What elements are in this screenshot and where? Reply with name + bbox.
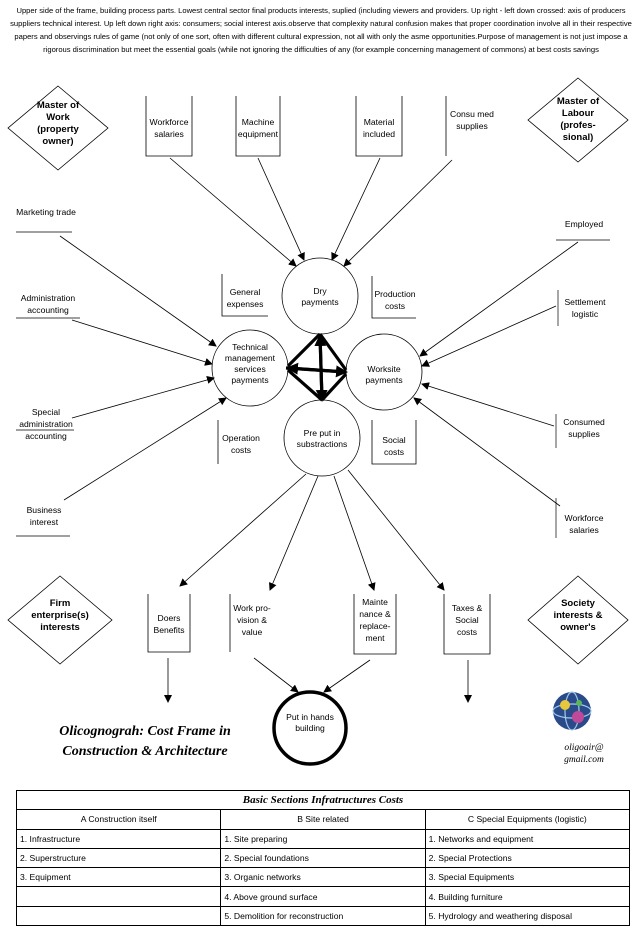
material-label: Material included (362, 117, 395, 139)
firm-label: Firm enterprise(s) interests (31, 598, 89, 633)
table-cell: 1. Networks and equipment (424, 828, 631, 849)
inner-box-production (371, 276, 416, 319)
table-cell: 5. Hydrology and weathering disposal (424, 905, 631, 927)
table-cell: 4. Building furniture (424, 886, 631, 907)
table-header-c: C Special Equipments (logistic) (424, 809, 631, 830)
table-header-b: B Site related (220, 809, 426, 830)
top-box-workforce (145, 96, 193, 157)
diamond-society (527, 575, 629, 665)
society-label: Society interests & owner's (553, 598, 603, 633)
table-cell: 4. Above ground surface (220, 886, 426, 907)
cost-sections-table: Basic Sections Infratructures Costs A Co… (15, 789, 631, 927)
general-expenses-label: General expenses (226, 287, 264, 309)
table-row: 2. Superstructure 2. Special foundations… (15, 847, 631, 869)
central-bold-cross (285, 332, 348, 402)
administration-label: Administration accounting (20, 293, 76, 315)
table-cell: 5. Demolition for reconstruction (220, 905, 426, 927)
bottom-box-doers (147, 594, 191, 653)
maintenance-label: Mainte nance & replace- ment (359, 597, 391, 643)
employed-label: Employed (564, 219, 604, 229)
diamond-master-labour (527, 77, 629, 163)
special-admin-label: Special administration accounting (19, 407, 73, 441)
table-cell: 1. Infrastructure (15, 828, 222, 849)
table-title: Basic Sections Infratructures Costs (16, 789, 630, 811)
circle-final (272, 690, 348, 766)
operation-costs-label: Operation costs (222, 433, 260, 455)
intro-paragraph: Upper side of the frame, building proces… (10, 6, 632, 54)
production-costs-label: Production costs (374, 289, 416, 311)
preput-label: Pre put in substractions (296, 428, 348, 449)
table-row: 5. Demolition for reconstruction 5. Hydr… (15, 905, 631, 927)
workforce-label: Workforce salaries (149, 117, 189, 139)
worksite-payments-label: Worksite payments (365, 364, 403, 385)
top-box-machine (235, 96, 281, 157)
top-box-material (355, 96, 403, 157)
input-arrows (59, 157, 579, 703)
table-cell (15, 886, 222, 907)
dry-payments-label: Dry payments (301, 286, 339, 307)
consumed-label: Consu med supplies (450, 109, 494, 131)
globe-logo-icon (552, 691, 592, 731)
diamond-firm (7, 575, 113, 665)
machine-label: Machine equipment (237, 117, 279, 139)
bottom-box-taxes (443, 594, 491, 655)
taxes-label: Taxes & Social costs (451, 603, 483, 637)
technical-payments-label: Technical management services payments (224, 342, 276, 385)
table-row: 4. Above ground surface 4. Building furn… (15, 886, 631, 907)
table-cell: 1. Site preparing (220, 828, 426, 849)
inner-box-social (371, 420, 417, 465)
master-labour-label: Master of Labour (profes- sional) (556, 96, 600, 143)
bottom-box-maintenance (353, 594, 397, 655)
table-cell: 3. Special Equipments (424, 867, 631, 888)
marketing-label: Marketing trade (16, 207, 76, 217)
diagram-title: Olicognograh: Cost Frame in Construction… (59, 724, 231, 759)
master-work-label: Master of Work (property owner) (36, 100, 80, 147)
table-cell (15, 905, 222, 927)
settlement-label: Settlement logistic (564, 297, 606, 319)
business-label: Business interest (26, 505, 62, 527)
inner-box-general (221, 274, 268, 317)
social-costs-label: Social costs (382, 435, 406, 457)
diamond-master-work (7, 85, 109, 171)
table-row: 3. Equipment 3. Organic networks 3. Spec… (15, 867, 631, 888)
table-cell: 2. Special Protections (424, 847, 631, 869)
table-header-a: A Construction itself (15, 809, 222, 830)
table-cell: 2. Special foundations (220, 847, 426, 869)
work-provision-label: Work pro- vision & value (233, 603, 271, 637)
table-cell: 3. Organic networks (220, 867, 426, 888)
table-cell: 3. Equipment (15, 867, 222, 888)
doers-label: Doers Benefits (153, 613, 185, 635)
table-row: 1. Infrastructure 1. Site preparing 1. N… (15, 828, 631, 849)
email-text: oligoair@ gmail.com (564, 743, 604, 765)
consumed-supplies-label: Consumed supplies (563, 417, 605, 439)
workforce-salaries-label: Workforce salaries (564, 513, 604, 535)
final-building-label: Put in hands building (286, 712, 334, 733)
table-cell: 2. Superstructure (15, 847, 222, 869)
